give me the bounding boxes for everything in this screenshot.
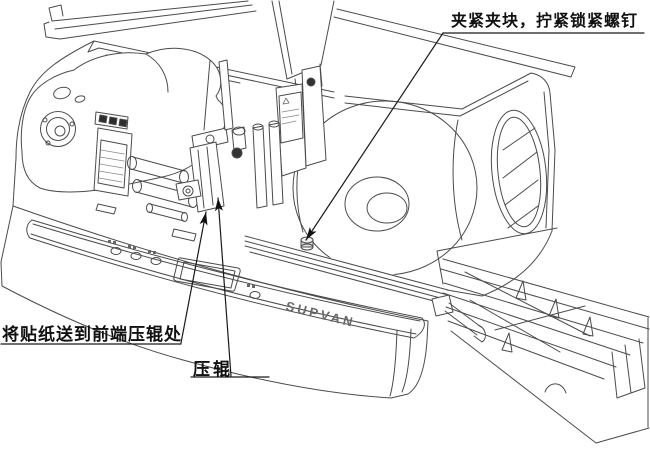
front-panel: SUPVAN [0,205,429,399]
side-vent [490,109,548,235]
motor-hub [40,111,76,147]
deck-rails [244,235,449,305]
open-lid-right [333,8,576,78]
callout-leaders [0,32,645,378]
print-head-assembly [175,59,284,213]
panel-buttons [108,240,261,299]
callout-clamp-label: 夹紧夹块，拧紧锁紧螺钉 [451,13,639,30]
open-lid [43,0,257,40]
callout-roller-leader [214,197,232,377]
control-plate [94,111,129,130]
display-recess [173,257,241,292]
print-mechanism [20,47,284,242]
front-recess [26,219,425,339]
warning-label [278,91,304,144]
spec-label [93,127,133,197]
callout-roller-label: 压辊 [193,360,233,379]
callout-feed-label: 将贴纸送到前端压辊处 [2,325,182,344]
label-roll-hole [344,176,410,232]
warning-bracket [275,65,327,177]
callout-clamp-leader [305,32,444,241]
callout-feed-leader [180,211,208,344]
output-tray [436,227,650,444]
hinge-arm [431,294,486,343]
